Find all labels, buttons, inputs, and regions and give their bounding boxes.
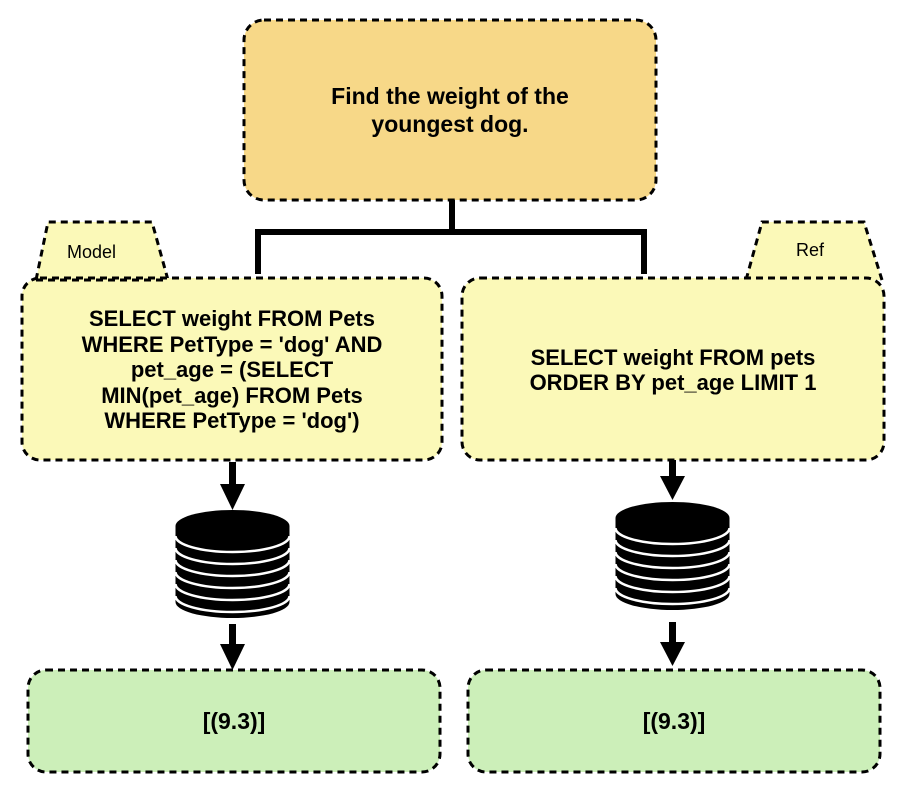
model-tab <box>34 220 170 281</box>
arrow-down-icon <box>660 622 685 666</box>
sql-line: SELECT weight FROM pets <box>530 344 816 370</box>
sql-line: pet_age = (SELECT <box>130 357 334 383</box>
sql-line: MIN(pet_age) FROM Pets <box>101 382 363 408</box>
ref-result-text: [(9.3)] <box>642 707 706 734</box>
ref-tab-label: Ref <box>796 240 825 260</box>
model-result-text: [(9.3)] <box>202 707 266 734</box>
sql-line: SELECT weight FROM Pets <box>88 306 375 332</box>
ref-tab <box>744 220 884 281</box>
sql-line: WHERE PetType = 'dog' AND <box>81 331 383 357</box>
question-line: youngest dog. <box>371 111 529 137</box>
arrow-down-icon <box>220 462 245 510</box>
arrow-down-icon <box>220 624 245 670</box>
sql-line: ORDER BY pet_age LIMIT 1 <box>529 370 817 395</box>
branch-connector <box>255 200 647 274</box>
arrow-down-icon <box>660 460 685 500</box>
sql-line: WHERE PetType = 'dog') <box>104 408 360 434</box>
database-icon <box>614 502 731 610</box>
model-tab-label: Model <box>67 242 117 262</box>
ref-result-box <box>466 668 882 774</box>
model-sql-box <box>20 276 444 462</box>
question-line: Find the weight of the <box>331 83 569 109</box>
database-icon <box>174 510 291 618</box>
model-result-box <box>26 668 442 774</box>
ref-sql-text: SELECT weight FROM pets ORDER BY pet_age… <box>462 280 884 460</box>
question-text: Find the weight of the youngest dog. <box>244 20 656 200</box>
model-sql-text: SELECT weight FROM Pets WHERE PetType = … <box>22 280 442 460</box>
